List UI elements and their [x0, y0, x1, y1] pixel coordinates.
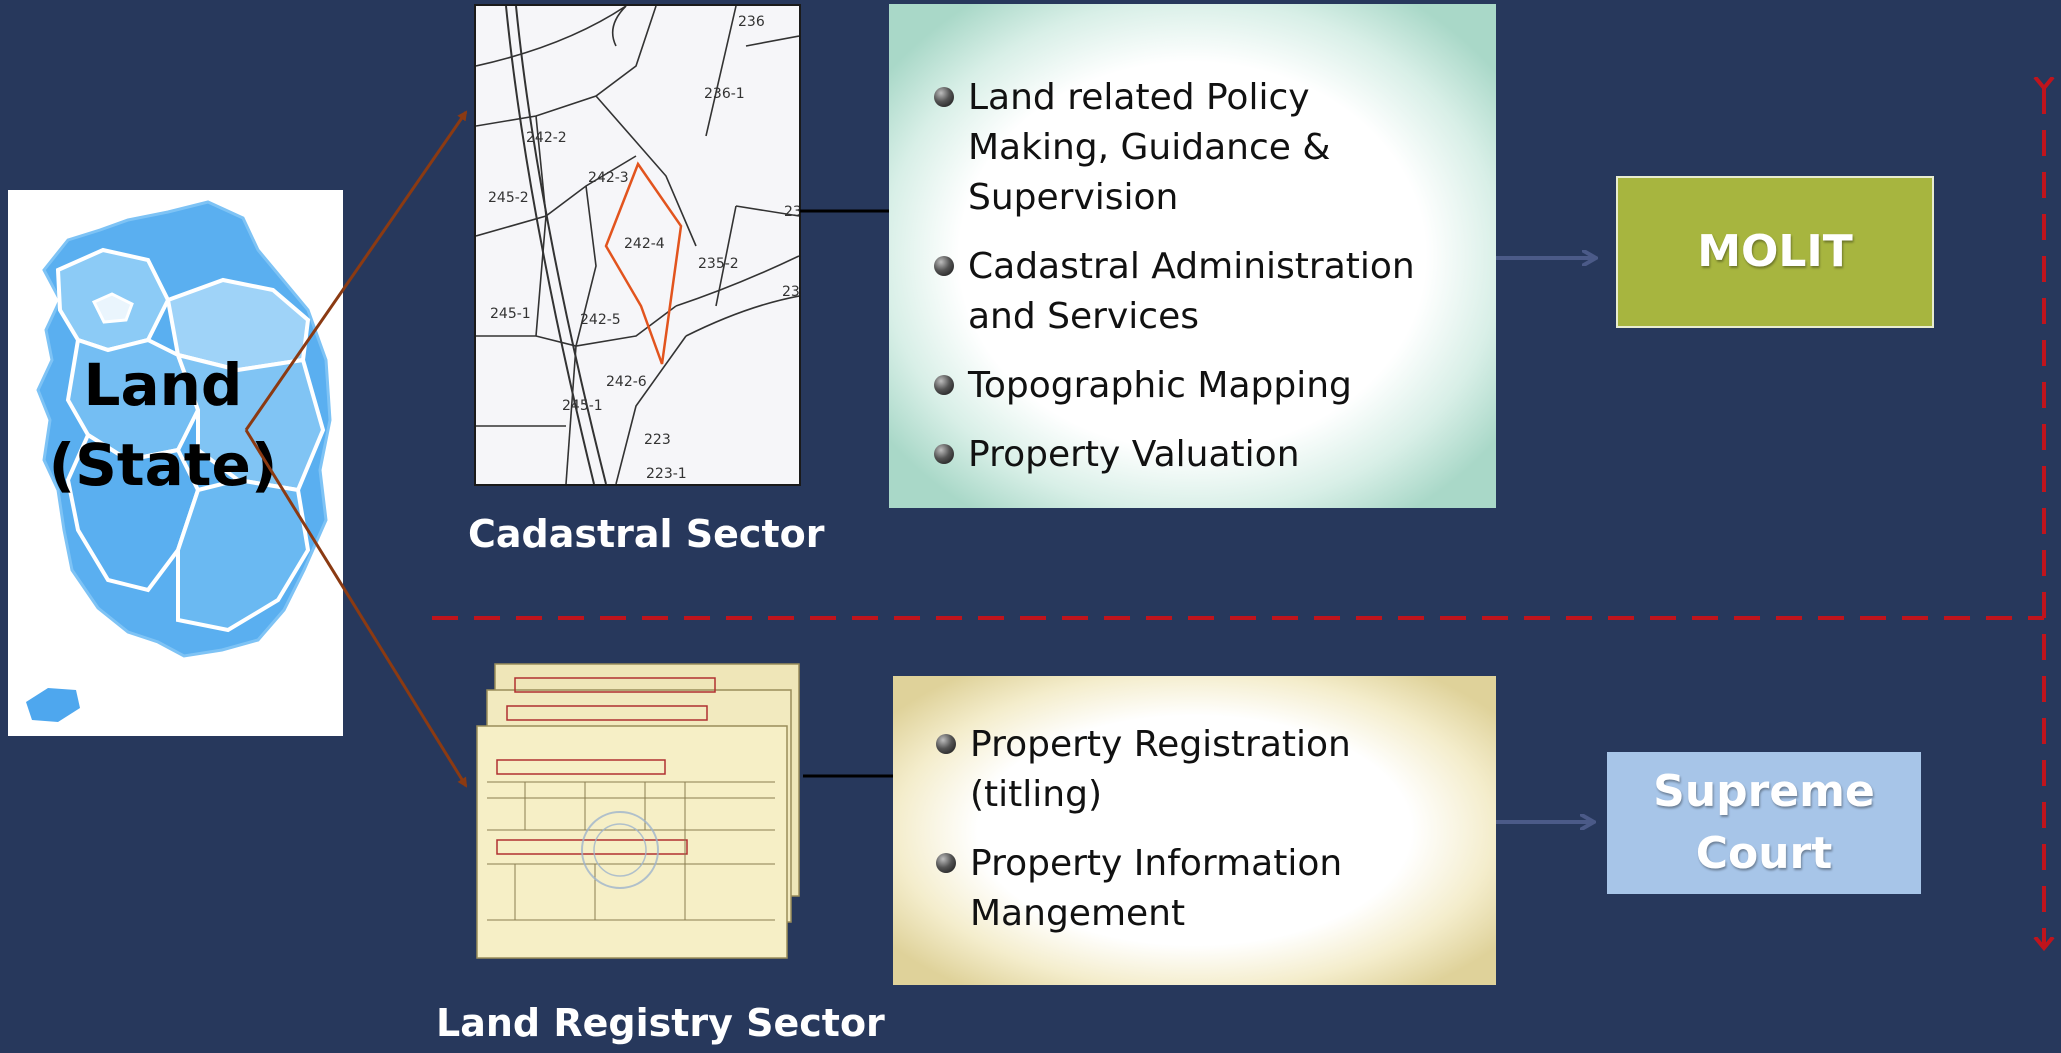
list-item: Topographic Mapping: [932, 361, 1452, 411]
molit-box: MOLIT: [1616, 176, 1934, 328]
molit-label: MOLIT: [1697, 226, 1853, 277]
supreme-court-box: Supreme Court: [1607, 752, 1921, 894]
cadastral-sector-label: Cadastral Sector: [468, 512, 825, 556]
supreme-court-label-line1: Supreme: [1653, 766, 1875, 817]
cadastral-functions-list: Land related Policy Making, Guidance & S…: [932, 73, 1452, 499]
cadastral-map-image: 236 236-1 242-2 242-3 245-2 242-4 235-2 …: [474, 4, 801, 486]
bullet-icon: [934, 87, 954, 107]
cadastral-functions-box: [889, 4, 1496, 508]
lot-label: 235: [782, 284, 799, 300]
bullet-icon: [936, 853, 956, 873]
supreme-court-label: Supreme Court: [1653, 761, 1875, 885]
bullet-icon: [934, 444, 954, 464]
lot-label: 235-2: [698, 256, 739, 272]
function-text: Land related Policy Making, Guidance & S…: [968, 77, 1331, 218]
lot-label: 23: [784, 204, 799, 220]
registry-document-stack: [476, 663, 800, 959]
lot-label: 242-6: [606, 374, 647, 390]
lot-label: 245-2: [488, 190, 529, 206]
list-item: Cadastral Administration and Services: [932, 242, 1452, 342]
function-text: Topographic Mapping: [968, 365, 1352, 406]
bullet-icon: [934, 256, 954, 276]
land-state-label: Land (State): [8, 345, 318, 505]
cadastral-parcel-drawing: 236 236-1 242-2 242-3 245-2 242-4 235-2 …: [476, 6, 799, 484]
lot-label: 236-1: [704, 86, 745, 102]
land-label-line1: Land: [83, 351, 243, 419]
land-registry-sector-label: Land Registry Sector: [436, 1001, 885, 1045]
list-item: Property Information Mangement: [934, 839, 1454, 939]
lot-label: 245-1: [490, 306, 531, 322]
bullet-icon: [934, 375, 954, 395]
land-label-line2: (State): [48, 431, 278, 499]
land-to-cadastral-arrow: [244, 110, 468, 431]
lot-label: 236: [738, 14, 765, 30]
list-item: Property Valuation: [932, 430, 1452, 480]
registry-functions-box: [893, 676, 1496, 985]
lot-label: 223: [644, 432, 671, 448]
lot-label: 242-2: [526, 130, 567, 146]
registry-functions-list: Property Registration (titling) Property…: [934, 720, 1454, 958]
function-text: Cadastral Administration and Services: [968, 246, 1415, 337]
lot-label: 242-4: [624, 236, 665, 252]
lot-label: 242-3: [588, 170, 629, 186]
lot-label: 245-1: [562, 398, 603, 414]
bullet-icon: [936, 734, 956, 754]
supreme-court-label-line2: Court: [1695, 828, 1833, 879]
lot-label: 242-5: [580, 312, 621, 328]
land-to-registry-arrow: [244, 429, 468, 788]
list-item: Property Registration (titling): [934, 720, 1454, 820]
lot-label: 223-1: [646, 466, 687, 482]
list-item: Land related Policy Making, Guidance & S…: [932, 73, 1452, 223]
registry-documents-image: [475, 660, 803, 962]
function-text: Property Registration (titling): [970, 724, 1351, 815]
function-text: Property Information Mangement: [970, 843, 1343, 934]
function-text: Property Valuation: [968, 434, 1300, 475]
